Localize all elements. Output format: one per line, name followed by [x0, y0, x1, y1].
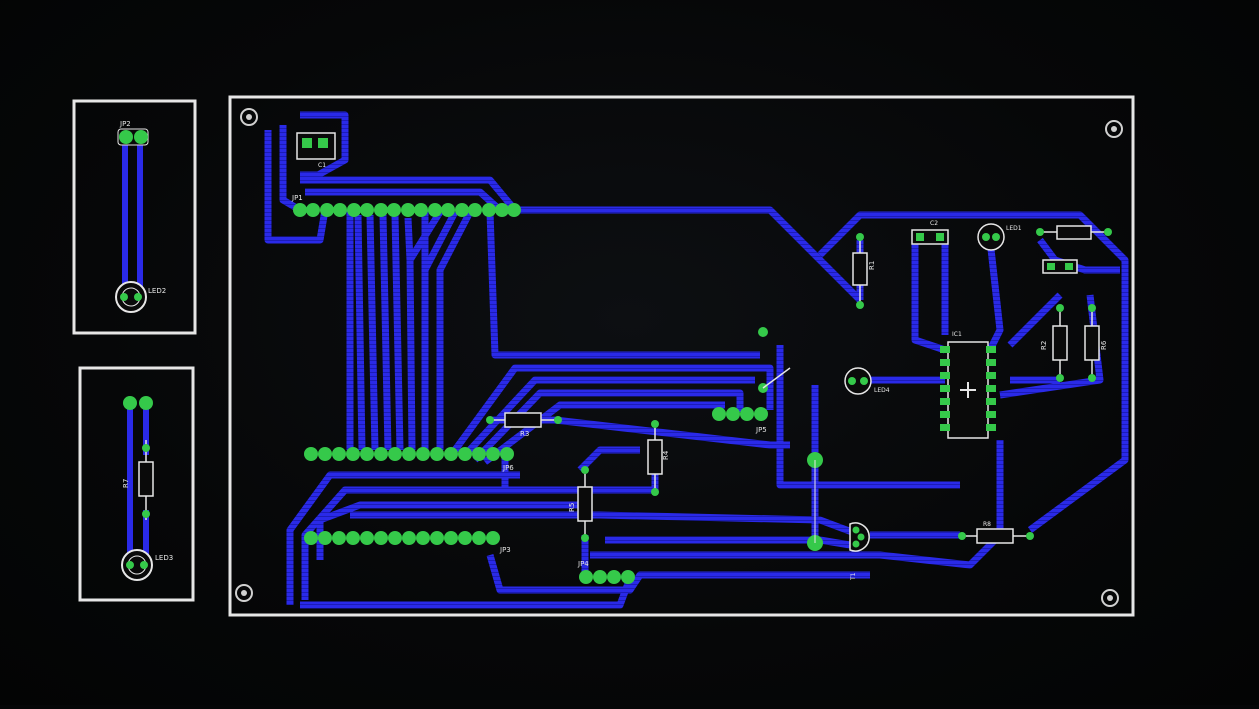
header-jp6-label: JP6 — [502, 464, 514, 472]
main-board[interactable]: C1 JP1 JP6 — [228, 95, 1135, 617]
header-jp1[interactable]: JP1 — [291, 194, 521, 217]
header-jp5-label: JP5 — [755, 426, 767, 434]
mounting-hole-icon — [235, 584, 253, 602]
sub-board-b[interactable]: R7 LED3 — [78, 366, 195, 602]
sub-a-led[interactable]: LED2 — [115, 281, 166, 313]
header-jp4-label: JP4 — [577, 560, 589, 568]
sub-board-a[interactable]: JP2 LED2 — [72, 99, 197, 335]
resistor-r1-label: R1 — [868, 261, 876, 270]
sub-b-led-label: LED3 — [155, 554, 173, 562]
mounting-hole-icon — [1105, 120, 1123, 138]
sub-b-resistor[interactable]: R7 — [122, 440, 154, 520]
ic-u1[interactable]: IC1 — [940, 331, 996, 439]
resistor-r5-label: R5 — [568, 503, 576, 512]
led-1[interactable]: LED1 — [977, 223, 1022, 251]
resistor-top-right[interactable] — [1036, 225, 1112, 240]
power-connector-label: C1 — [318, 162, 326, 169]
header-jp4[interactable]: JP4 — [577, 560, 635, 584]
header-jp6[interactable]: JP6 — [304, 447, 514, 472]
resistor-r6-label: R6 — [1100, 340, 1108, 350]
sub-a-connector-label: JP2 — [119, 120, 131, 128]
resistor-r4[interactable]: R4 — [647, 420, 670, 496]
resistor-r2-label: R2 — [1040, 341, 1048, 350]
ic-u1-label: IC1 — [952, 331, 962, 338]
board-outline — [72, 99, 197, 335]
sub-b-led[interactable]: LED3 — [121, 549, 173, 581]
header-jp5[interactable]: JP5 — [712, 407, 768, 434]
resistor-r5[interactable]: R5 — [568, 466, 593, 542]
resistor-r2[interactable]: R2 — [1040, 304, 1068, 382]
resistor-r3-label: R3 — [520, 430, 529, 438]
power-connector[interactable]: C1 — [296, 132, 336, 169]
led-1-label: LED1 — [1006, 225, 1022, 232]
transistor-t1[interactable]: T1 — [849, 522, 870, 581]
resistor-r8-label: R8 — [983, 521, 991, 528]
sub-a-traces — [122, 137, 143, 290]
resistor-r1[interactable]: R1 — [852, 233, 876, 309]
led-4-label: LED4 — [874, 387, 890, 394]
resistor-r6[interactable]: R6 — [1084, 304, 1108, 382]
sub-a-led-label: LED2 — [148, 287, 166, 295]
header-jp3[interactable]: JP3 — [304, 531, 511, 554]
resistor-r8[interactable]: R8 — [958, 521, 1034, 544]
capacitor-small[interactable] — [1042, 259, 1078, 274]
sub-b-resistor-label: R7 — [122, 479, 130, 488]
transistor-t1-label: T1 — [850, 572, 857, 581]
mounting-hole-icon — [240, 108, 258, 126]
mounting-hole-icon — [1101, 589, 1119, 607]
capacitor-c2-label: C2 — [930, 220, 938, 227]
wire-jumper — [762, 367, 791, 389]
copper-traces — [264, 111, 1129, 609]
board-outline — [78, 366, 195, 602]
resistor-r4-label: R4 — [662, 450, 670, 460]
capacitor-c2[interactable]: C2 — [911, 220, 949, 245]
sub-b-connector[interactable] — [123, 396, 153, 410]
resistor-r3[interactable]: R3 — [486, 412, 562, 438]
sub-a-connector[interactable]: JP2 — [117, 120, 149, 146]
header-jp1-label: JP1 — [291, 194, 303, 202]
board-outline — [228, 95, 1135, 617]
header-jp3-label: JP3 — [499, 546, 511, 554]
led-4[interactable]: LED4 — [844, 367, 890, 395]
